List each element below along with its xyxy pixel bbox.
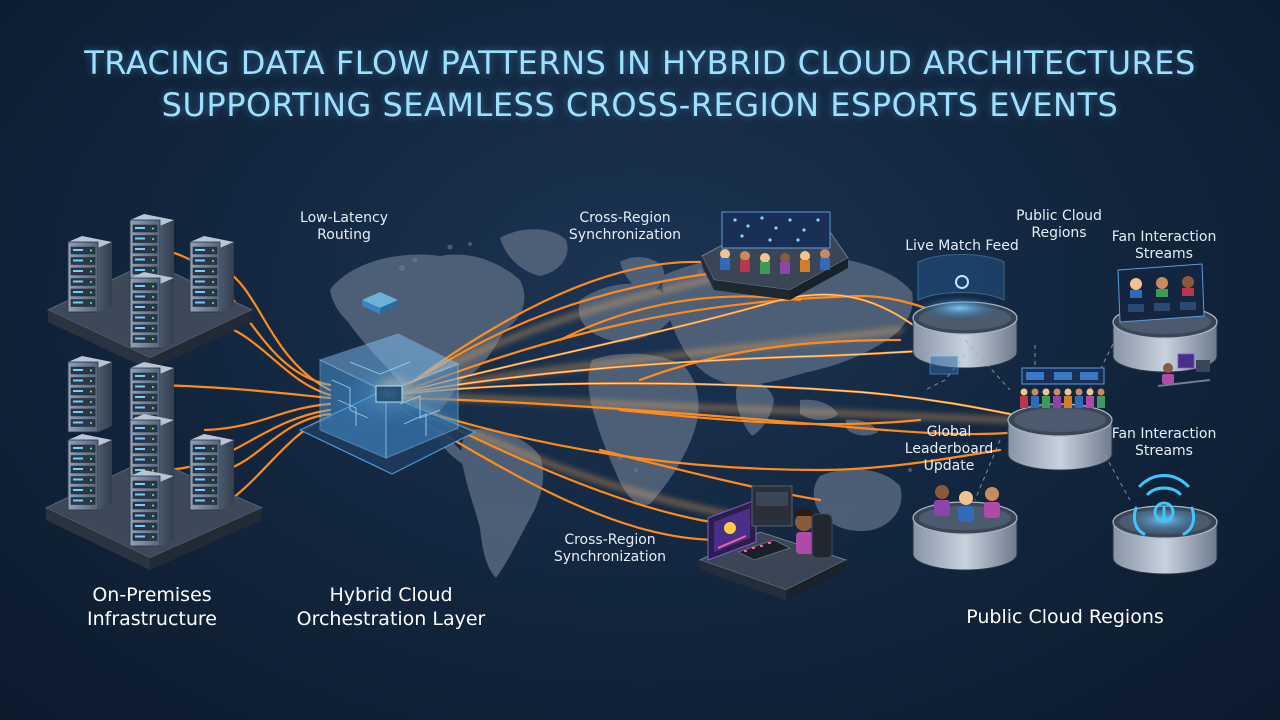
- gaming-desk-icon: [698, 485, 848, 600]
- server-rack-icon: [189, 236, 234, 313]
- crowd-person: [1086, 388, 1094, 408]
- sync-top-label: Cross-Region Synchronization: [566, 210, 684, 244]
- orchestration-section-label: Hybrid Cloud Orchestration Layer: [286, 583, 496, 631]
- orchestration-line-2: Orchestration Layer: [296, 608, 486, 630]
- low-latency-label: Low-Latency Routing: [298, 210, 390, 244]
- sync-top-line-1: Cross-Region: [579, 210, 671, 226]
- leaderboard-label: Global Leaderboard Update: [896, 424, 1002, 475]
- server-rack-icon: [189, 434, 234, 511]
- crowd-person: [1075, 388, 1083, 408]
- onprem-line-2: Infrastructure: [86, 608, 217, 630]
- public-regions-line-2: Regions: [1031, 225, 1087, 241]
- router-marker-icon: [362, 292, 398, 314]
- crowd-icon: [1020, 367, 1105, 408]
- fan-streams-top-line-2: Streams: [1135, 246, 1193, 262]
- cloud-cylinder-node: [1007, 403, 1113, 471]
- live-match-feed-label: Live Match Feed: [905, 238, 1019, 254]
- public-regions-line-1: Public Cloud: [1016, 208, 1102, 224]
- fan-avatars-icon: [1117, 263, 1205, 323]
- low-latency-line-2: Routing: [317, 227, 371, 243]
- onprem-line-1: On-Premises: [92, 584, 212, 606]
- team-avatars-icon: [934, 485, 1000, 522]
- server-rack-icon: [67, 356, 112, 433]
- crowd-person: [1053, 388, 1061, 408]
- crowd-person: [1097, 388, 1105, 408]
- title-line-2: SUPPORTING SEAMLESS CROSS-REGION ESPORTS…: [161, 86, 1119, 124]
- public-regions-label: Public Cloud Regions: [1010, 208, 1108, 242]
- fan-streams-top-label: Fan Interaction Streams: [1104, 229, 1224, 263]
- crowd-person: [1064, 388, 1072, 408]
- title-line-1: TRACING DATA FLOW PATTERNS IN HYBRID CLO…: [84, 44, 1196, 82]
- circuit-cube-icon: [298, 333, 477, 475]
- leaderboard-line-2: Leaderboard: [904, 441, 994, 457]
- fan-streams-bottom-line-1: Fan Interaction: [1111, 426, 1217, 442]
- server-rack-icon: [129, 272, 174, 349]
- crowd-person: [1031, 388, 1039, 408]
- server-racks: [67, 214, 234, 547]
- sync-top-line-2: Synchronization: [568, 227, 682, 243]
- public-cloud-section-label: Public Cloud Regions: [966, 606, 1164, 628]
- crowd-person: [1020, 388, 1028, 408]
- crowd-person: [1042, 388, 1050, 408]
- sync-bottom-label: Cross-Region Synchronization: [548, 532, 672, 566]
- orchestration-line-1: Hybrid Cloud: [329, 584, 453, 606]
- data-flow-lines: [158, 248, 1022, 542]
- server-rack-icon: [67, 236, 112, 313]
- esports-arena-icon: [701, 211, 849, 300]
- onprem-section-label: On-Premises Infrastructure: [62, 583, 242, 631]
- sync-bottom-line-1: Cross-Region: [564, 532, 656, 548]
- fan-streams-top-line-1: Fan Interaction: [1111, 229, 1217, 245]
- fan-streams-bottom-line-2: Streams: [1135, 443, 1193, 459]
- fan-streams-bottom-label: Fan Interaction Streams: [1104, 426, 1224, 460]
- sync-bottom-line-2: Synchronization: [553, 549, 667, 565]
- remote-player-icon: [1157, 353, 1211, 387]
- hologram-icon: [917, 254, 1005, 375]
- leaderboard-line-3: Update: [923, 458, 975, 474]
- server-rack-icon: [129, 470, 174, 547]
- leaderboard-line-1: Global: [926, 424, 972, 440]
- low-latency-line-1: Low-Latency: [300, 210, 388, 226]
- wifi-broadcast-icon: [1124, 474, 1204, 536]
- server-rack-icon: [67, 434, 112, 511]
